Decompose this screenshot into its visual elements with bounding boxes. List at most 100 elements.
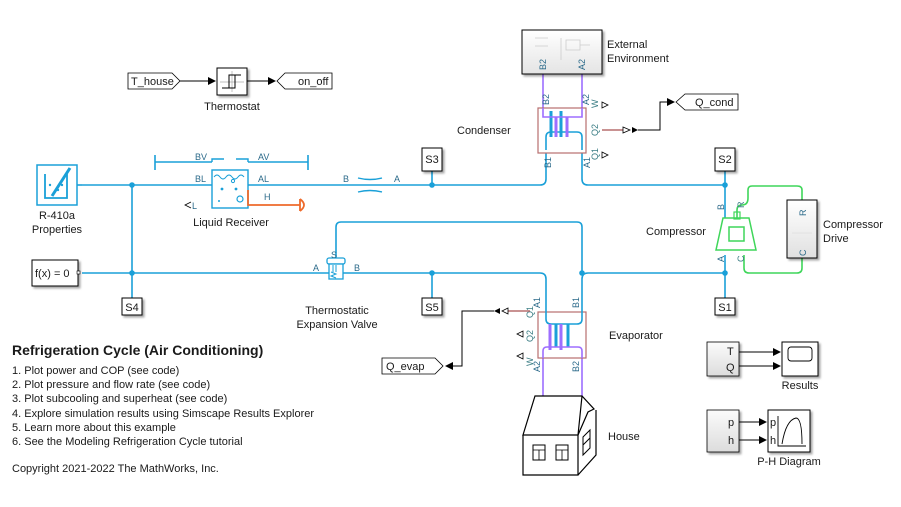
svg-text:B: B bbox=[343, 174, 349, 184]
solver-configuration-block[interactable]: f(x) = 0 bbox=[31, 259, 81, 287]
goto-tag-t-house[interactable]: T_house bbox=[127, 72, 181, 90]
ph-diagram-block[interactable]: p h bbox=[767, 409, 811, 453]
svg-text:S5: S5 bbox=[425, 302, 438, 314]
results-group: T Q Results bbox=[706, 341, 819, 392]
pipe-upper-left[interactable] bbox=[82, 150, 547, 186]
thermal-port-cap-icon bbox=[299, 198, 305, 212]
pipe-upper-right[interactable] bbox=[581, 150, 725, 186]
svg-text:Q_evap: Q_evap bbox=[386, 361, 425, 373]
liquid-receiver-label: Liquid Receiver bbox=[193, 217, 269, 229]
svg-text:B1: B1 bbox=[571, 297, 581, 308]
compressor-drive-label-2: Drive bbox=[823, 233, 849, 245]
svg-text:on_off: on_off bbox=[298, 76, 329, 88]
svg-text:AV: AV bbox=[258, 152, 269, 162]
junction-dot bbox=[722, 270, 728, 276]
solver-label: f(x) = 0 bbox=[35, 268, 70, 280]
ph-diagram-label: P-H Diagram bbox=[757, 456, 821, 468]
ph-diagram-group: p h p h P-H Diagram bbox=[706, 409, 821, 468]
pipe-block[interactable]: B A bbox=[343, 174, 400, 193]
condenser-block[interactable]: B2 A2 W Q2 B1 A1 Q1 Condenser bbox=[457, 94, 609, 168]
pipe-lower-right[interactable] bbox=[581, 272, 725, 310]
link-plot-power-cop[interactable]: 1. Plot power and COP (see code) bbox=[12, 365, 180, 377]
results-scope-block[interactable] bbox=[781, 341, 819, 377]
mechanical-network bbox=[736, 185, 803, 274]
fluid-props-label-1: R-410a bbox=[39, 210, 76, 222]
junction-dot bbox=[429, 270, 435, 276]
svg-text:H: H bbox=[264, 192, 271, 202]
svg-text:S4: S4 bbox=[125, 302, 138, 314]
svg-text:BL: BL bbox=[195, 174, 206, 184]
pipe-txv-sense[interactable] bbox=[335, 221, 583, 273]
svg-text:C: C bbox=[798, 249, 808, 256]
results-selector-block[interactable]: T Q bbox=[706, 341, 740, 377]
svg-text:B2: B2 bbox=[538, 59, 548, 70]
svg-text:C: C bbox=[736, 255, 746, 262]
external-env-label-1: External bbox=[607, 39, 647, 51]
svg-text:Q: Q bbox=[726, 362, 735, 374]
fluid-properties-block[interactable]: R-410a Properties bbox=[32, 164, 83, 236]
external-environment-block[interactable]: B2 A2 External Environment bbox=[521, 29, 669, 75]
svg-text:B: B bbox=[716, 204, 726, 210]
svg-text:h: h bbox=[728, 435, 734, 447]
evaporator-block[interactable]: A1 B1 Q1 Q2 W A2 B2 Evaporator bbox=[516, 297, 663, 372]
compressor-drive-block[interactable]: R C Compressor Drive bbox=[786, 199, 883, 259]
svg-text:S: S bbox=[331, 250, 337, 260]
svg-text:A1: A1 bbox=[582, 157, 592, 168]
line-shaft-c[interactable] bbox=[743, 255, 803, 274]
link-plot-subcooling[interactable]: 3. Plot subcooling and superheat (see co… bbox=[12, 393, 228, 406]
svg-text:Q1: Q1 bbox=[525, 306, 535, 318]
link-plot-pressure-flow[interactable]: 2. Plot pressure and flow rate (see code… bbox=[12, 379, 211, 392]
junction-dot bbox=[129, 182, 135, 188]
receiver-vapor-bar bbox=[154, 155, 309, 170]
house-label: House bbox=[608, 431, 640, 443]
line-shaft-r[interactable] bbox=[736, 185, 803, 218]
link-results-explorer[interactable]: 4. Explore simulation results using Sims… bbox=[12, 407, 315, 420]
sensor-s3[interactable]: S3 bbox=[421, 147, 443, 172]
compressor-drive-label-1: Compressor bbox=[823, 219, 883, 231]
expansion-valve-block[interactable]: S A B Thermostatic Expansion Valve bbox=[296, 250, 377, 331]
svg-text:A: A bbox=[716, 256, 726, 262]
sensor-s1[interactable]: S1 bbox=[714, 297, 736, 316]
from-tag-on-off[interactable]: on_off bbox=[276, 72, 333, 90]
thermostat-block[interactable] bbox=[216, 67, 248, 96]
junction-dot bbox=[722, 182, 728, 188]
link-tutorial[interactable]: 6. See the Modeling Refrigeration Cycle … bbox=[12, 436, 243, 449]
txv-label-2: Expansion Valve bbox=[296, 319, 377, 331]
model-annotation: Refrigeration Cycle (Air Conditioning) 1… bbox=[12, 342, 314, 475]
sensor-s2[interactable]: S2 bbox=[714, 147, 736, 172]
svg-text:p: p bbox=[770, 417, 776, 429]
svg-text:Q2: Q2 bbox=[590, 124, 600, 136]
ph-curve-icon bbox=[777, 416, 806, 447]
junction-dot bbox=[429, 182, 435, 188]
ph-selector-block[interactable]: p h bbox=[706, 409, 740, 453]
fluid-network bbox=[82, 150, 728, 310]
liquid-receiver-block[interactable]: BV AV BL AL H L Liquid Receiver bbox=[184, 152, 305, 229]
svg-text:Q_cond: Q_cond bbox=[695, 97, 734, 109]
pipe-lower-left[interactable] bbox=[82, 272, 547, 310]
svg-text:W: W bbox=[590, 99, 600, 108]
svg-text:T: T bbox=[727, 346, 734, 358]
svg-text:A: A bbox=[313, 263, 319, 273]
link-learn-more[interactable]: 5. Learn more about this example bbox=[12, 421, 176, 434]
evaporator-label: Evaporator bbox=[609, 330, 663, 342]
svg-text:B: B bbox=[354, 263, 360, 273]
from-tag-q-evap[interactable]: Q_evap bbox=[381, 357, 444, 375]
output-port-icon bbox=[516, 330, 524, 360]
svg-text:S3: S3 bbox=[425, 154, 438, 166]
svg-text:R: R bbox=[736, 201, 746, 208]
sensor-s5[interactable]: S5 bbox=[421, 297, 443, 316]
model-title: Refrigeration Cycle (Air Conditioning) bbox=[12, 342, 264, 358]
svg-text:A: A bbox=[394, 174, 400, 184]
from-tag-q-cond[interactable]: Q_cond bbox=[675, 93, 739, 111]
house-block[interactable]: House bbox=[522, 395, 640, 476]
thermometer-icon bbox=[50, 167, 72, 197]
svg-text:A2: A2 bbox=[577, 59, 587, 70]
sensor-s4[interactable]: S4 bbox=[121, 297, 143, 316]
junction-dot bbox=[579, 270, 585, 276]
svg-text:h: h bbox=[770, 435, 776, 447]
copyright: Copyright 2021-2022 The MathWorks, Inc. bbox=[12, 463, 219, 476]
svg-text:L: L bbox=[192, 201, 197, 211]
compressor-block[interactable]: B R A C Compressor bbox=[646, 201, 757, 262]
condenser-label: Condenser bbox=[457, 125, 511, 137]
